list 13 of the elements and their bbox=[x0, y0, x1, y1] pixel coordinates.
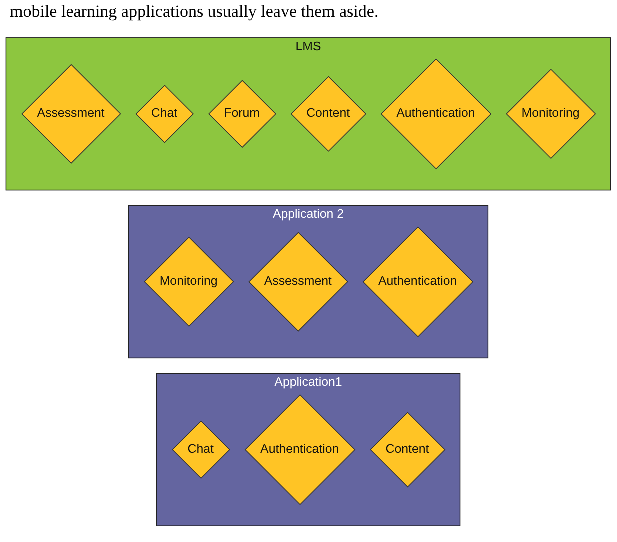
node-diamond: Monitoring bbox=[506, 69, 596, 160]
node-diamond: Chat bbox=[136, 84, 194, 144]
node-diamond: Forum bbox=[208, 80, 276, 148]
node-diamond: Monitoring bbox=[144, 236, 234, 328]
node-diamond: Authentication bbox=[380, 58, 492, 170]
node-diamond: Authentication bbox=[362, 226, 474, 338]
node-diamond: Assessment bbox=[248, 232, 348, 332]
node-diamond: Assessment bbox=[22, 64, 122, 164]
node-diamond: Content bbox=[290, 76, 366, 152]
node-diamond: Chat bbox=[172, 420, 230, 480]
text-fragment: mobile learning applications usually leave them aside. bbox=[9, 1, 380, 23]
node-diamond: Content bbox=[370, 412, 446, 488]
node-diamond: Authentication bbox=[244, 394, 356, 506]
